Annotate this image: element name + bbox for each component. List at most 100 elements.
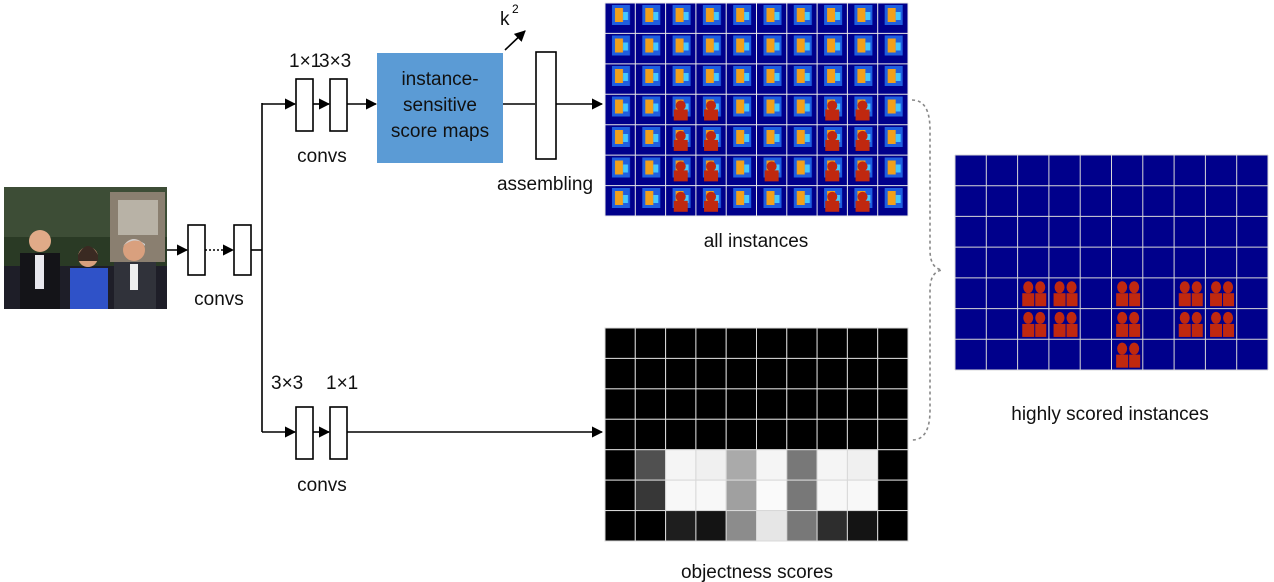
objectness-scores-label: objectness scores xyxy=(681,562,833,582)
objectness-cell xyxy=(695,357,727,390)
objectness-cell xyxy=(665,327,697,359)
objectness-cell xyxy=(604,418,636,451)
objectness-cell xyxy=(634,449,667,481)
instance-body xyxy=(1129,323,1141,337)
instance-body xyxy=(1066,293,1078,307)
instance-head xyxy=(1035,281,1046,294)
instance-body xyxy=(1223,323,1235,337)
instance-head xyxy=(1023,311,1034,324)
objectness-cell xyxy=(604,327,636,359)
objectness-cell xyxy=(877,449,909,481)
objectness-cell xyxy=(877,388,909,420)
objectness-cell xyxy=(816,357,848,390)
objectness-cell xyxy=(665,449,697,481)
objectness-cell xyxy=(846,418,879,451)
instance-head xyxy=(1117,281,1128,294)
bottom-kernel-1x1-label: 1×1 xyxy=(326,373,358,394)
hot-body xyxy=(855,170,870,182)
objectness-cell xyxy=(756,418,788,451)
hot-head xyxy=(857,100,868,111)
objectness-cell xyxy=(846,510,879,542)
objectness-cell xyxy=(756,357,788,390)
top-kernel-3x3-label: 3×3 xyxy=(319,51,351,72)
assembling-label: assembling xyxy=(497,174,593,195)
instance-head xyxy=(1179,311,1190,324)
objectness-cell xyxy=(846,327,879,359)
objectness-cell xyxy=(756,449,788,481)
objectness-cell xyxy=(877,418,909,451)
hot-body xyxy=(855,139,870,151)
instance-body xyxy=(1022,323,1035,337)
instance-body xyxy=(1035,323,1047,337)
all-instances-hot-regions xyxy=(673,100,870,212)
objectness-cell xyxy=(816,449,848,481)
score-maps-line1: instance- xyxy=(401,69,478,90)
hot-body xyxy=(704,139,719,151)
hot-body xyxy=(825,109,840,121)
instance-head xyxy=(1054,281,1065,294)
hot-body xyxy=(673,109,688,121)
instance-head xyxy=(1054,311,1065,324)
instance-head xyxy=(1211,311,1222,324)
objectness-cell xyxy=(877,510,909,542)
objectness-cell xyxy=(725,510,758,542)
instance-body xyxy=(1210,293,1223,307)
objectness-scores-grid xyxy=(604,327,909,542)
objectness-cell xyxy=(634,388,667,420)
objectness-cell xyxy=(695,418,727,451)
objectness-cell xyxy=(725,388,758,420)
instance-body xyxy=(1116,354,1129,368)
instance-body xyxy=(1178,293,1191,307)
objectness-cell xyxy=(816,327,848,359)
instance-head xyxy=(1117,342,1128,355)
objectness-cell xyxy=(695,327,727,359)
instance-body xyxy=(1191,293,1203,307)
hot-body xyxy=(855,109,870,121)
hot-head xyxy=(766,161,777,172)
combine-brace xyxy=(911,99,943,441)
instance-body xyxy=(1066,323,1078,337)
instance-body xyxy=(1035,293,1047,307)
objectness-cell xyxy=(665,479,697,512)
objectness-cell xyxy=(634,418,667,451)
hot-head xyxy=(706,130,717,141)
instance-head xyxy=(1129,281,1140,294)
bottom-conv-3x3 xyxy=(295,406,314,460)
objectness-cell xyxy=(604,510,636,542)
objectness-cell xyxy=(725,327,758,359)
hot-body xyxy=(764,170,779,182)
objectness-cell xyxy=(725,479,758,512)
score-maps-line2: sensitive xyxy=(403,95,477,116)
instance-body xyxy=(1223,293,1235,307)
top-conv-3x3 xyxy=(329,78,348,132)
k-squared-exponent: 2 xyxy=(512,2,519,16)
objectness-cell xyxy=(786,388,818,420)
objectness-cell xyxy=(846,388,879,420)
objectness-cell xyxy=(604,479,636,512)
hot-body xyxy=(673,139,688,151)
hot-head xyxy=(827,161,838,172)
backbone-conv-2 xyxy=(233,224,252,276)
objectness-cell xyxy=(725,357,758,390)
hot-body xyxy=(825,200,840,212)
score-maps-line3: score maps xyxy=(391,121,489,142)
objectness-cell xyxy=(695,510,727,542)
objectness-cell xyxy=(634,327,667,359)
hot-head xyxy=(827,191,838,202)
hot-head xyxy=(857,161,868,172)
objectness-cell xyxy=(634,357,667,390)
hot-body xyxy=(825,139,840,151)
instance-body xyxy=(1129,354,1141,368)
objectness-cell xyxy=(604,357,636,390)
objectness-cell xyxy=(846,449,879,481)
objectness-cell xyxy=(604,449,636,481)
hot-head xyxy=(675,100,686,111)
highly-scored-label: highly scored instances xyxy=(1011,404,1209,425)
objectness-cell xyxy=(756,327,788,359)
objectness-cell xyxy=(695,449,727,481)
instance-head xyxy=(1223,311,1234,324)
convs-bottom-label: convs xyxy=(297,475,347,496)
objectness-cell xyxy=(816,388,848,420)
instance-body xyxy=(1053,293,1066,307)
objectness-cell xyxy=(877,327,909,359)
